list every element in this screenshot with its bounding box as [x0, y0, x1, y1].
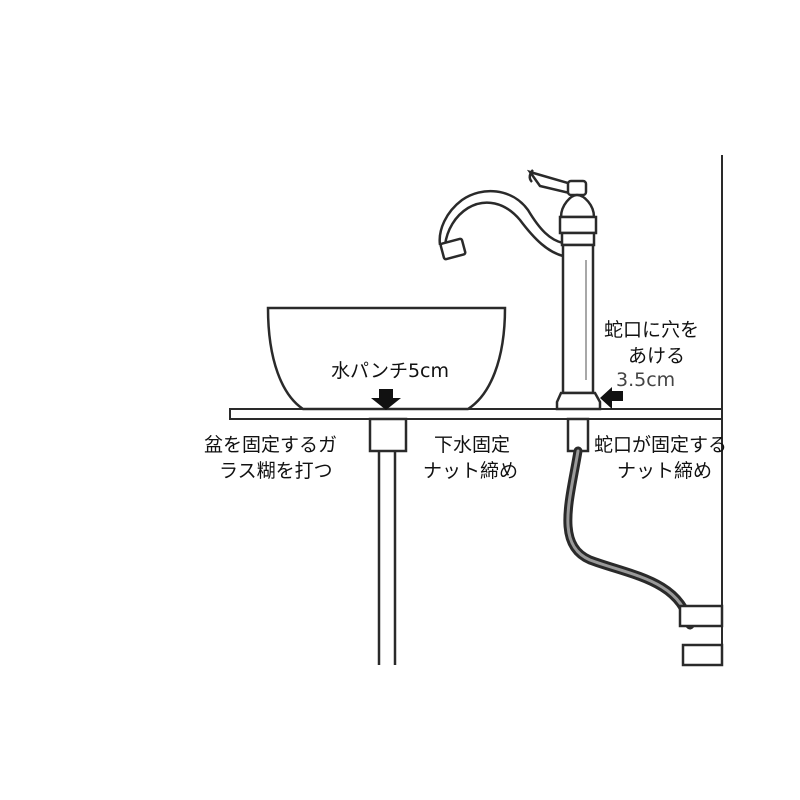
water-punch-label: 水パンチ5cm	[331, 360, 449, 382]
vessel-bowl	[266, 306, 507, 411]
faucet-hole-size-label: 3.5cm	[616, 369, 676, 391]
faucet-nut-label-line2: ナット締め	[617, 460, 713, 482]
drain-nut-label-line2: ナット締め	[423, 460, 519, 482]
bowl-glue-label-line2: ラス糊を打つ	[219, 460, 333, 482]
drain-pipe	[368, 417, 408, 665]
supply-hose	[563, 417, 724, 667]
down-arrow-icon	[371, 389, 401, 410]
faucet-hole-label-line1: 蛇口に穴を	[604, 319, 700, 341]
countertop	[229, 408, 723, 420]
faucet	[438, 169, 602, 411]
left-arrow-icon	[600, 387, 623, 409]
faucet-nut-label-line1: 蛇口が固定する	[594, 434, 728, 456]
drain-nut-label-line1: 下水固定	[434, 434, 511, 456]
faucet-hole-label-line2: あける	[628, 345, 686, 367]
bowl-glue-label-line1: 盆を固定するガ	[204, 434, 338, 456]
